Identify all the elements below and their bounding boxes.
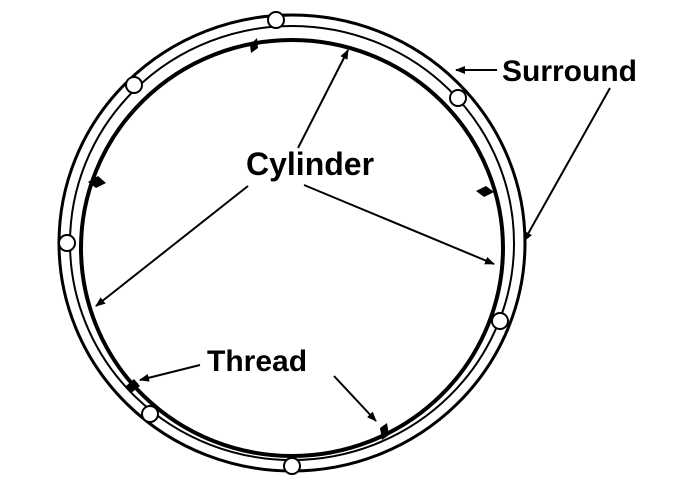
thread-marker bbox=[380, 423, 389, 440]
thread-marker bbox=[476, 186, 494, 197]
bearing-circle bbox=[449, 89, 467, 107]
thread-marker bbox=[250, 38, 258, 53]
bearing-circle bbox=[125, 76, 143, 94]
thread-marker bbox=[126, 379, 140, 393]
cylinder-arrow-right bbox=[303, 184, 495, 265]
bearing-circle bbox=[283, 457, 301, 475]
bearing-circle bbox=[267, 11, 285, 29]
surround-arrow-down bbox=[523, 87, 611, 242]
thread-arrow-left bbox=[139, 364, 201, 382]
bearing-circle bbox=[491, 312, 509, 330]
surround-label: Surround bbox=[502, 55, 637, 88]
thread-arrow-right bbox=[333, 375, 377, 422]
bearing-circle bbox=[141, 405, 159, 423]
cylinder-arrow-left bbox=[95, 185, 249, 307]
cylinder-circle bbox=[79, 38, 505, 458]
thread-label: Thread bbox=[207, 345, 307, 378]
arrows bbox=[95, 49, 611, 422]
cylinder-label: Cylinder bbox=[246, 146, 374, 182]
thread-marker bbox=[88, 176, 106, 188]
bearing-circle bbox=[58, 234, 76, 252]
thread-markers bbox=[88, 38, 494, 440]
cylinder-arrow-up bbox=[297, 49, 349, 149]
bearing-circles bbox=[58, 11, 509, 475]
